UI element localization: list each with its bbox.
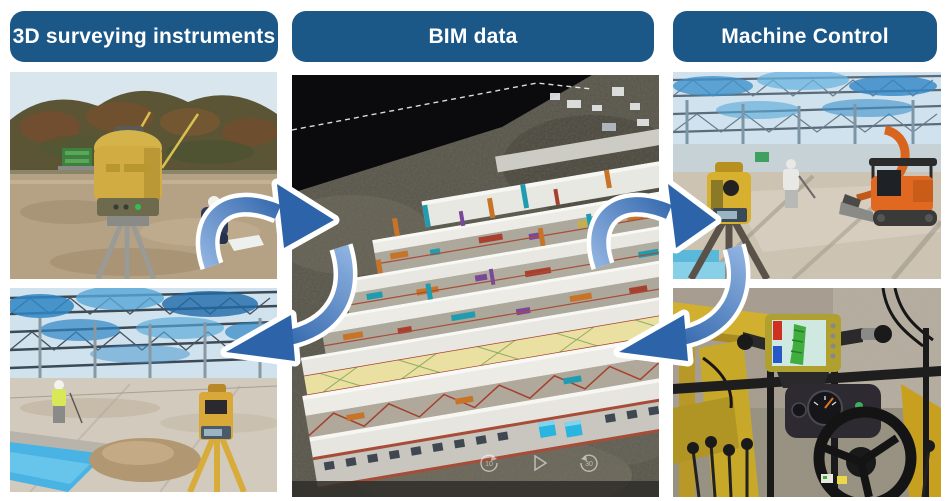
mini-excavator: [839, 125, 937, 226]
telescope-lens: [723, 180, 739, 196]
site-boundary-dashed-line: [292, 82, 593, 131]
photo-cab-interior: [673, 288, 941, 497]
roof-strips: [300, 172, 659, 460]
plant-structure: [58, 148, 98, 170]
tracks: [873, 210, 937, 226]
control-levers[interactable]: [691, 443, 931, 497]
distant-machine: [755, 152, 769, 162]
dark-sky: [292, 75, 592, 193]
cab-window: [877, 170, 901, 196]
elevation-map: [790, 324, 806, 365]
video-bottom-bar: [292, 481, 659, 497]
warning-stickers: [821, 474, 847, 484]
svg-text:10: 10: [485, 461, 493, 468]
near-apron: [312, 373, 659, 490]
header-machine-control: Machine Control: [673, 11, 937, 62]
total-station: [187, 384, 247, 492]
photo-machine-control-site: [673, 72, 941, 279]
control-display: [737, 314, 892, 388]
canopy: [869, 158, 937, 166]
header-bim-data: BIM data: [292, 11, 654, 62]
blue-safety-netting: [10, 288, 277, 363]
rotating-laser-instrument: [94, 126, 162, 226]
video-controls: 10 30: [480, 454, 598, 472]
worker: [52, 380, 83, 424]
photo-surveying-field: [10, 72, 277, 279]
dirt-mound: [89, 438, 201, 482]
distant-buildings: [550, 87, 649, 131]
rewind-10-icon[interactable]: 10: [480, 454, 498, 472]
header-3d-surveying: 3D surveying instruments: [10, 11, 278, 62]
header-machine-control-label: Machine Control: [721, 24, 889, 48]
header-3d-surveying-label: 3D surveying instruments: [12, 24, 276, 48]
bim-model-image: 10 30: [292, 75, 659, 497]
blue-formwork: [10, 431, 110, 492]
svg-text:30: 30: [585, 461, 593, 468]
forward-30-icon[interactable]: 30: [580, 454, 598, 472]
photo-surveying-site: [10, 288, 277, 492]
steel-roof-framing: [673, 72, 941, 202]
service-columns: [375, 169, 612, 300]
header-bim-data-label: BIM data: [428, 24, 518, 48]
yellow-floor-band: [303, 293, 659, 396]
blade: [839, 202, 873, 222]
steering-wheel[interactable]: [813, 406, 917, 497]
play-icon[interactable]: [534, 454, 548, 472]
lever-knobs: [687, 436, 935, 456]
blue-safety-netting: [673, 72, 937, 119]
worker: [783, 159, 816, 208]
tripod: [95, 221, 157, 279]
